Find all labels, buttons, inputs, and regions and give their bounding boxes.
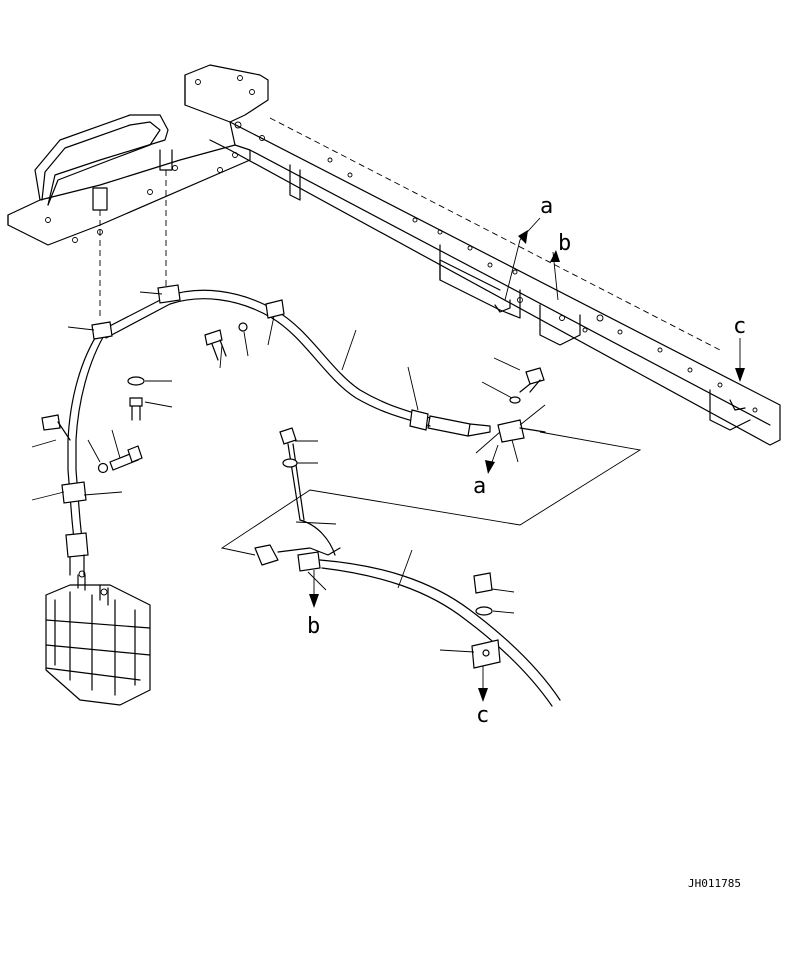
wiring-harness (41, 284, 491, 576)
callout-arrows (309, 217, 745, 702)
bolts-washers (97, 322, 546, 474)
alignment-lines (99, 117, 721, 351)
callout-label-c: c (733, 314, 746, 339)
callout-label-b: b (558, 231, 571, 256)
detail-view (254, 427, 561, 707)
valve-block (45, 570, 151, 706)
frame-bracket (7, 64, 781, 446)
callout-label-c-detail: c (476, 703, 489, 728)
callout-label-a-detail: a (473, 474, 486, 499)
drawing-code: JH011785 (688, 877, 741, 890)
callout-label-a: a (540, 194, 553, 219)
leader-lines (31, 291, 642, 556)
callout-label-b-detail: b (307, 614, 320, 639)
